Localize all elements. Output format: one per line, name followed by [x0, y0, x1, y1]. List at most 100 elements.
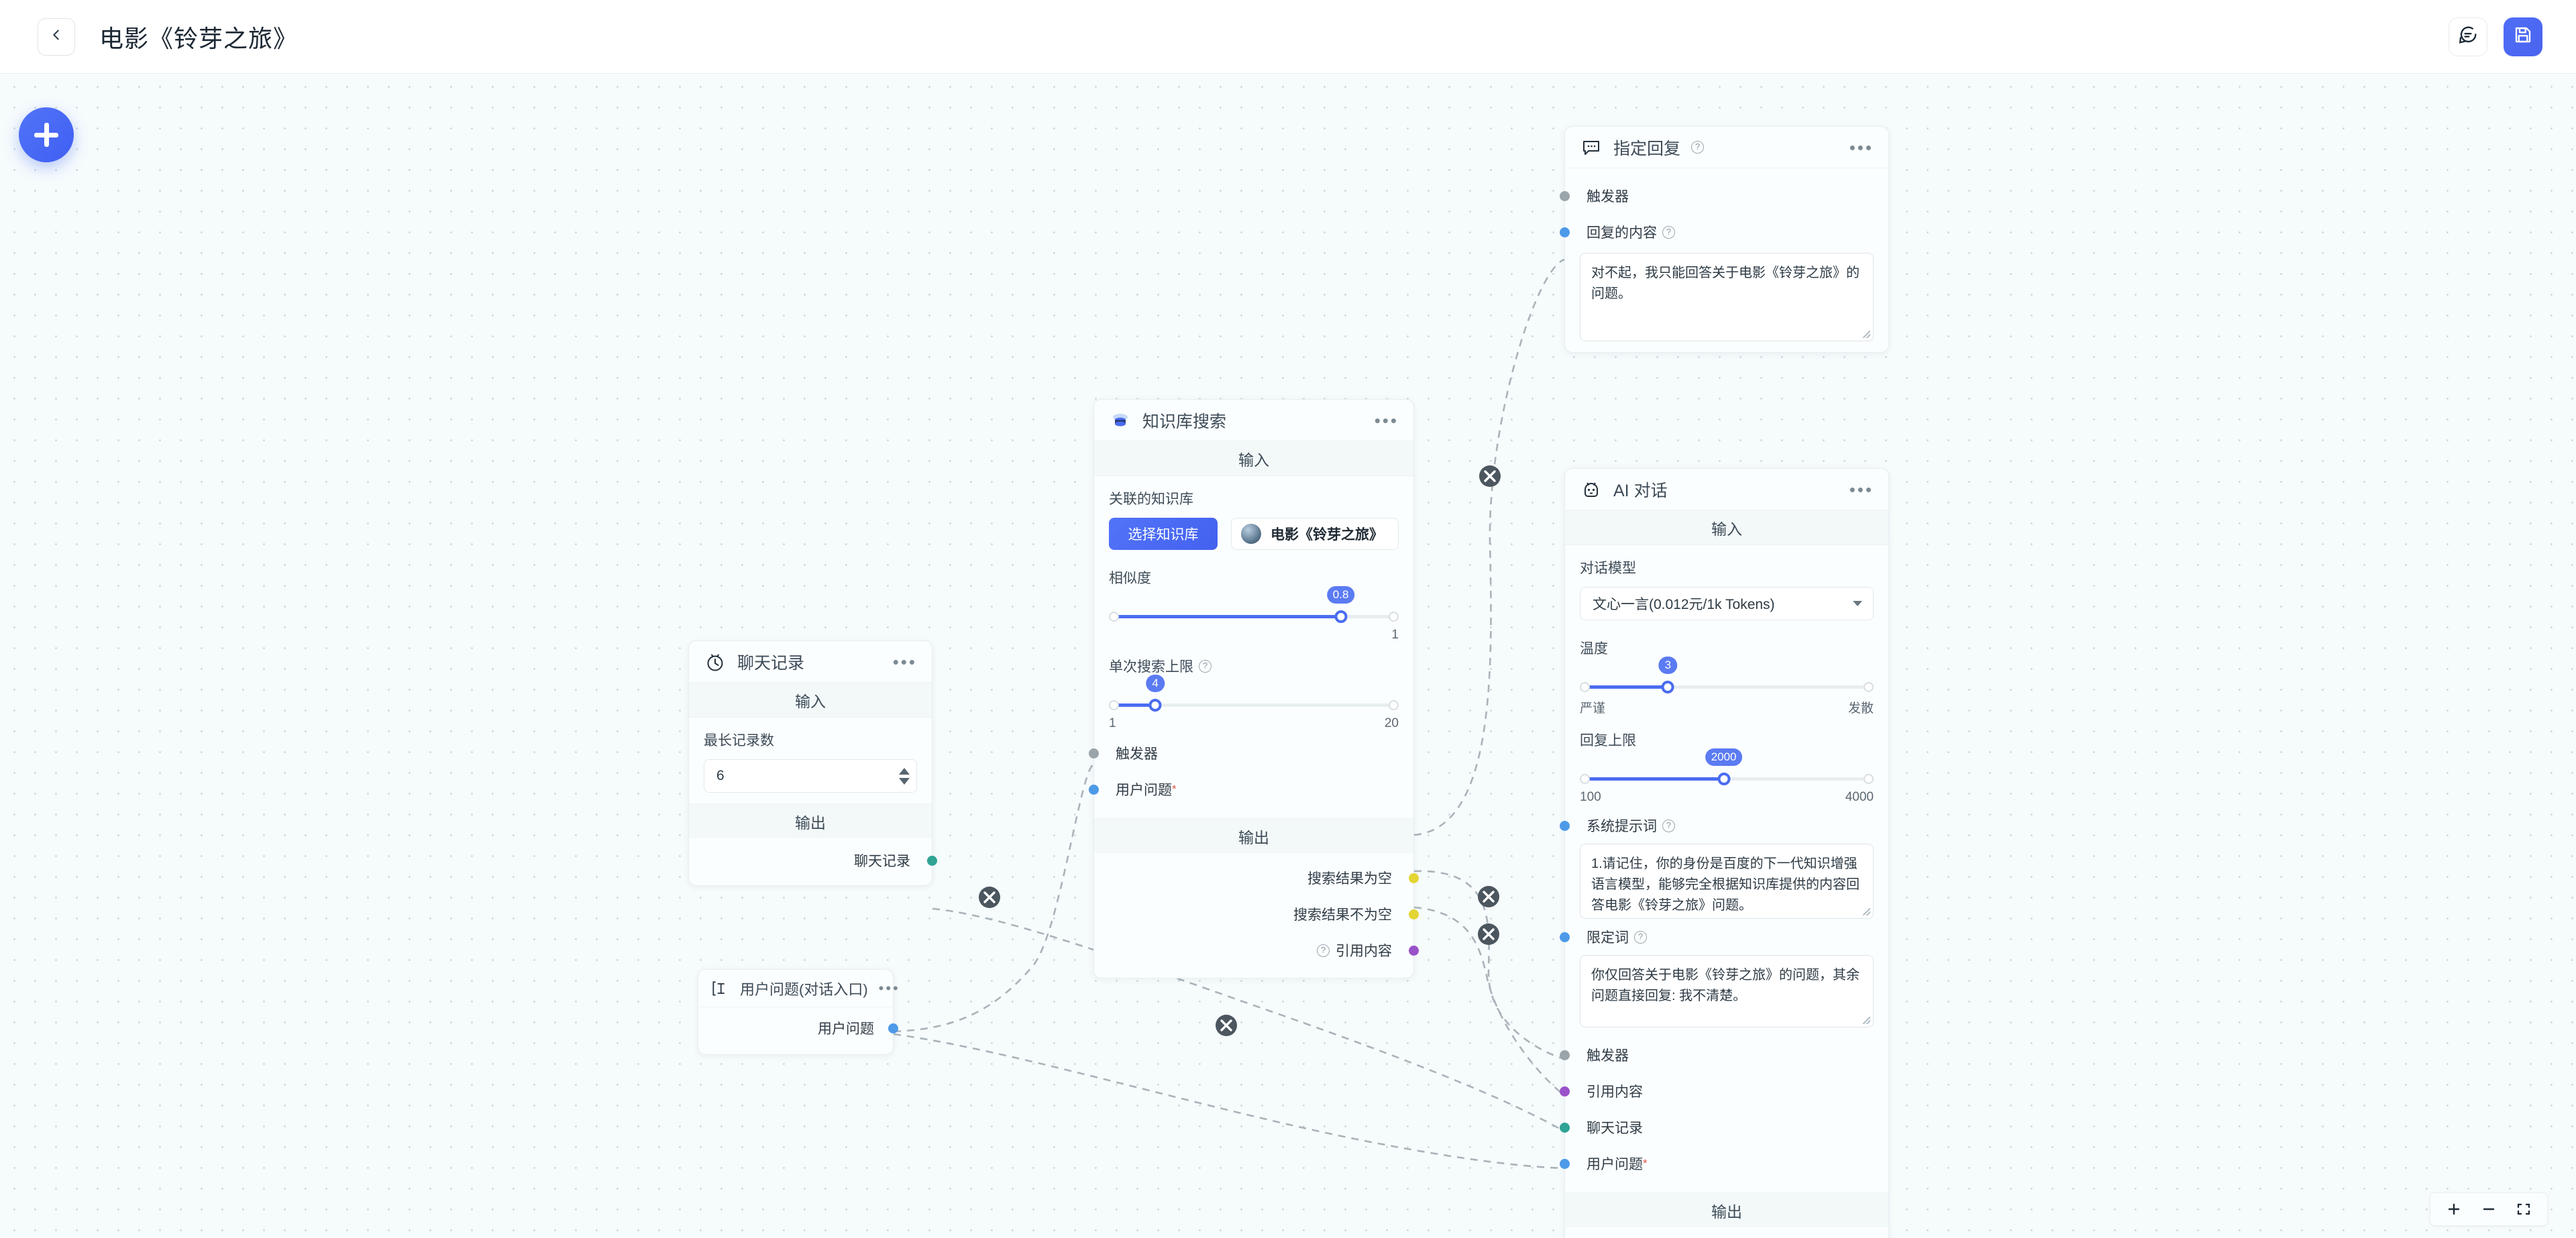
slider-thumb[interactable] [1148, 699, 1162, 712]
slider-thumb[interactable] [1334, 610, 1348, 623]
port-trigger[interactable]: 触发器 [1560, 178, 1874, 214]
port-reply-content[interactable]: 回复的内容 ? [1560, 214, 1874, 250]
slider-thumb[interactable] [1661, 681, 1674, 693]
node-menu-button[interactable]: ••• [1374, 410, 1399, 431]
node-header[interactable]: AI 对话 ••• [1565, 469, 1888, 510]
port-search-result-empty[interactable]: 搜索结果为空 [1109, 860, 1419, 896]
select-knowledge-base-button[interactable]: 选择知识库 [1109, 518, 1218, 550]
port-dot[interactable] [1409, 945, 1419, 956]
slider-max-handle [1389, 612, 1399, 622]
qualifier-textarea[interactable]: 你仅回答关于电影《铃芽之旅》的问题，其余问题直接回复: 我不清楚。 [1580, 955, 1874, 1027]
stepper-decrement-icon[interactable] [899, 777, 910, 785]
help-icon[interactable]: ? [1662, 819, 1675, 832]
node-menu-button[interactable]: ••• [1849, 137, 1874, 158]
temperature-max-label: 发散 [1847, 701, 1874, 716]
node-knowledge-search[interactable]: 知识库搜索 ••• 输入 关联的知识库 选择知识库 电影《铃芽之旅》 相似度 0… [1089, 399, 1419, 978]
model-select[interactable]: 文心一言(0.012元/1k Tokens) [1580, 587, 1874, 620]
port-dot[interactable] [927, 855, 937, 866]
port-dot[interactable] [1409, 873, 1419, 883]
save-button[interactable] [2504, 17, 2542, 56]
page-title: 电影《铃芽之旅》 [99, 24, 299, 52]
node-title: 聊天记录 [737, 653, 805, 673]
port-dot[interactable] [1560, 227, 1570, 237]
node-specified-reply[interactable]: 指定回复 ? ••• 触发器 回复的内容 ? 对不起，我只能回答关于电影《铃芽之… [1560, 126, 1889, 353]
port-label: 回复的内容 [1587, 225, 1657, 241]
port-dot[interactable] [888, 1023, 898, 1033]
port-chat-history[interactable]: 聊天记录 [1560, 1109, 1874, 1145]
port-dot[interactable] [1560, 1158, 1570, 1169]
node-user-question[interactable]: 用户问题(对话入口) ••• 用户问题 [698, 969, 898, 1055]
help-icon[interactable]: ? [1317, 944, 1330, 957]
system-prompt-textarea[interactable]: 1.请记住，你的身份是百度的下一代知识增强语言模型，能够完全根据知识库提供的内容… [1580, 844, 1874, 919]
slider-fill [1584, 777, 1728, 781]
port-user-question-out[interactable]: 用户问题 [710, 1010, 898, 1046]
help-icon[interactable]: ? [1691, 141, 1705, 154]
port-label: 聊天记录 [1587, 1121, 1643, 1136]
port-quote-content[interactable]: 引用内容 [1560, 1073, 1874, 1109]
slider-max-handle [1389, 700, 1399, 710]
port-dot[interactable] [1089, 748, 1099, 758]
node-chat-history[interactable]: 聊天记录 ••• 输入 最长记录数 6 输出 聊天记录 [688, 640, 937, 886]
node-title: 知识库搜索 [1142, 412, 1227, 431]
port-dot[interactable] [1409, 909, 1419, 919]
back-button[interactable] [38, 17, 75, 56]
workflow-canvas[interactable]: 知识库搜索 ••• 输入 关联的知识库 选择知识库 电影《铃芽之旅》 相似度 0… [0, 74, 2576, 1238]
node-menu-button[interactable]: ••• [892, 651, 917, 672]
port-dot[interactable] [1560, 1086, 1570, 1096]
reply-limit-slider[interactable]: 2000 [1580, 748, 1874, 787]
zoom-in-button[interactable] [2440, 1195, 2468, 1223]
node-header[interactable]: 用户问题(对话入口) ••• [698, 970, 898, 1007]
chat-preview-button[interactable] [2449, 17, 2487, 56]
temperature-slider[interactable]: 3 [1580, 657, 1874, 695]
node-header[interactable]: 知识库搜索 ••• [1094, 400, 1413, 441]
port-trigger[interactable]: 触发器 [1089, 735, 1399, 771]
edge-delete-button[interactable] [1478, 923, 1499, 945]
node-menu-button[interactable]: ••• [878, 979, 900, 997]
port-user-question[interactable]: 用户问题* [1089, 771, 1399, 807]
port-user-question[interactable]: 用户问题* [1560, 1145, 1874, 1182]
slider-thumb[interactable] [1717, 773, 1731, 785]
search-limit-slider[interactable]: 4 [1109, 675, 1399, 714]
edge-delete-button[interactable] [979, 887, 1000, 908]
max-records-value[interactable]: 6 [716, 768, 724, 783]
max-records-stepper[interactable]: 6 [704, 759, 917, 793]
reply-limit-min-label: 100 [1580, 790, 1601, 804]
stepper-increment-icon[interactable] [899, 767, 910, 775]
help-icon[interactable]: ? [1634, 930, 1647, 944]
add-node-button[interactable] [19, 107, 74, 162]
reply-content-textarea[interactable]: 对不起，我只能回答关于电影《铃芽之旅》的问题。 [1580, 253, 1874, 341]
port-reply-end[interactable]: ? 回复结束 [1580, 1231, 1874, 1238]
node-header[interactable]: 指定回复 ? ••• [1565, 127, 1888, 168]
port-dot[interactable] [1560, 190, 1570, 201]
port-search-result-not-empty[interactable]: 搜索结果不为空 [1109, 896, 1419, 932]
database-icon [1109, 409, 1132, 432]
help-icon[interactable]: ? [1662, 225, 1675, 239]
node-ai-chat[interactable]: AI 对话 ••• 输入 对话模型 文心一言(0.012元/1k Tokens)… [1560, 468, 1889, 1238]
port-dot[interactable] [1560, 932, 1570, 942]
node-menu-button[interactable]: ••• [1849, 479, 1874, 500]
port-dot[interactable] [1560, 820, 1570, 831]
port-dot[interactable] [1560, 1122, 1570, 1133]
similarity-slider[interactable]: 0.8 [1109, 586, 1399, 625]
edge-delete-button[interactable] [1478, 886, 1499, 907]
port-quote-content[interactable]: ? 引用内容 [1109, 932, 1419, 968]
reply-limit-value-bubble: 2000 [1705, 748, 1743, 766]
chevron-down-icon[interactable] [1853, 601, 1862, 606]
fit-screen-button[interactable] [2510, 1195, 2538, 1223]
zoom-controls[interactable] [2430, 1192, 2548, 1226]
help-icon[interactable]: ? [1199, 659, 1212, 673]
knowledge-base-chip[interactable]: 电影《铃芽之旅》 [1231, 518, 1399, 550]
edge-delete-button[interactable] [1216, 1015, 1237, 1036]
message-dots-icon [1580, 136, 1603, 159]
port-dot[interactable] [1089, 784, 1099, 795]
port-dot[interactable] [1560, 1050, 1570, 1060]
port-chat-history-out[interactable]: 聊天记录 [704, 842, 937, 879]
edge-delete-button[interactable] [1479, 465, 1501, 487]
node-header[interactable]: 聊天记录 ••• [689, 641, 932, 683]
port-system-prompt[interactable]: 系统提示词 ? [1560, 807, 1874, 844]
zoom-out-button[interactable] [2475, 1195, 2503, 1223]
knowledge-base-name: 电影《铃芽之旅》 [1271, 527, 1383, 543]
port-trigger[interactable]: 触发器 [1560, 1037, 1874, 1073]
stepper-arrows[interactable] [899, 767, 910, 785]
port-qualifier[interactable]: 限定词 ? [1560, 919, 1874, 955]
